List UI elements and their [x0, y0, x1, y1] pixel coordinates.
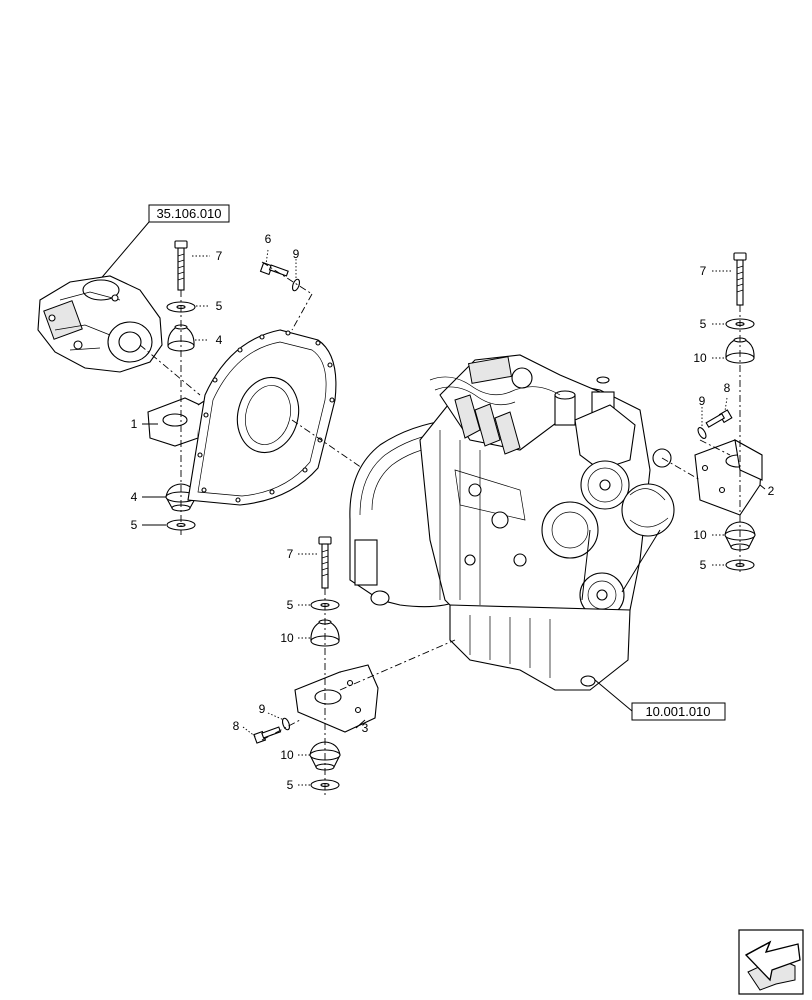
callout-10-bottom-upper: 10 [280, 631, 294, 645]
hydraulic-pump [37, 275, 163, 373]
pump-reference-box[interactable]: 35.106.010 [97, 204, 230, 283]
callout-4-left-upper: 4 [216, 333, 223, 347]
callout-9-top: 9 [293, 247, 300, 261]
callout-8-right: 8 [724, 381, 731, 395]
callout-3: 3 [362, 721, 369, 735]
callout-labels: 7 5 4 1 4 5 6 9 7 5 10 8 9 2 10 5 7 5 10… [131, 232, 775, 792]
callout-5-left-upper: 5 [216, 299, 223, 313]
callout-9-bottom: 9 [259, 702, 266, 716]
callout-7-bottom: 7 [287, 547, 294, 561]
right-upper-bolt [733, 252, 747, 306]
left-upper-bolt [174, 240, 188, 291]
callout-5-bottom-lower: 5 [287, 778, 294, 792]
leader-lines [142, 249, 766, 786]
callout-2: 2 [768, 484, 775, 498]
callout-4-left-lower: 4 [131, 490, 138, 504]
right-engine-bracket [694, 438, 763, 516]
callout-5-bottom-upper: 5 [287, 598, 294, 612]
right-bracket-washer [697, 427, 707, 439]
callout-5-right-lower: 5 [700, 558, 707, 572]
callout-9-right: 9 [699, 394, 706, 408]
callout-7-left: 7 [216, 249, 223, 263]
diesel-engine [349, 354, 675, 691]
callout-8-bottom: 8 [233, 719, 240, 733]
callout-1: 1 [131, 417, 138, 431]
bottom-bracket-washer [281, 717, 291, 731]
engine-reference-box[interactable]: 10.001.010 [594, 679, 726, 721]
bottom-engine-bracket [294, 664, 379, 733]
callout-6: 6 [265, 232, 272, 246]
callout-10-bottom-lower: 10 [280, 748, 294, 762]
callout-7-right: 7 [700, 264, 707, 278]
view-direction-arrow-icon[interactable] [738, 929, 804, 995]
callout-10-right-lower: 10 [693, 528, 707, 542]
callout-5-right-upper: 5 [700, 317, 707, 331]
bottom-upper-bolt [318, 536, 332, 589]
housing-bolt [259, 262, 289, 277]
right-bracket-bolt [705, 409, 733, 428]
flywheel-housing-plate [187, 329, 337, 506]
callout-10-right-upper: 10 [693, 351, 707, 365]
engine-reference-label: 10.001.010 [645, 704, 710, 719]
housing-washer [291, 278, 301, 292]
callout-5-left-lower: 5 [131, 518, 138, 532]
pump-reference-label: 35.106.010 [156, 206, 221, 221]
bottom-bracket-bolt [253, 726, 282, 744]
